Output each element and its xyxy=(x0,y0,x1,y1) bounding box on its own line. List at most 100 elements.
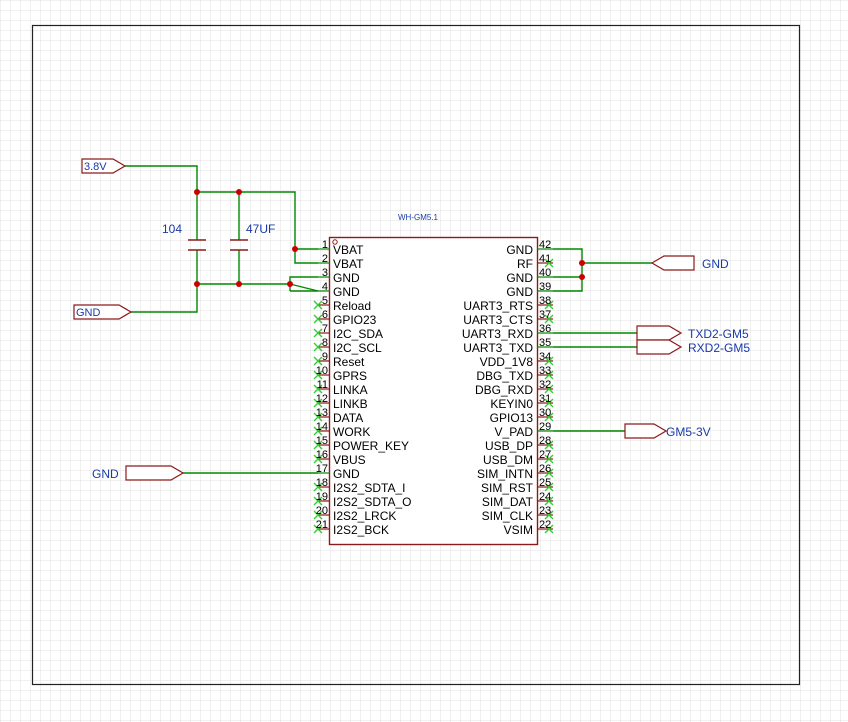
no-connect-mark xyxy=(313,510,323,520)
pin-number: 1 xyxy=(322,239,328,251)
pin-name: VDD_1V8 xyxy=(480,355,534,369)
pin-right-29[interactable]: 29V_PAD xyxy=(495,421,553,439)
no-connect-mark xyxy=(544,356,554,366)
no-connect-mark xyxy=(313,524,323,534)
no-connect-mark xyxy=(313,440,323,450)
pin-name: GPRS xyxy=(333,369,367,383)
no-connect-mark xyxy=(313,300,323,310)
pin-number: 18 xyxy=(316,477,328,489)
pin-number: 7 xyxy=(322,323,328,335)
pin-number: 26 xyxy=(539,463,551,475)
pin-right-26[interactable]: 26 SIM_INTN xyxy=(477,463,554,481)
pin-number: 30 xyxy=(539,407,551,419)
pin-number: 35 xyxy=(539,337,551,349)
no-connect-mark xyxy=(313,384,323,394)
pin-number: 20 xyxy=(316,505,328,517)
no-connect-mark xyxy=(313,314,323,324)
no-connect-mark xyxy=(313,482,323,492)
no-connect-mark xyxy=(313,342,323,352)
net-port-3v8[interactable]: 3.8V xyxy=(81,158,127,174)
pin-name: VSIM xyxy=(504,523,533,537)
pin-number: 5 xyxy=(322,295,328,307)
pin-number: 13 xyxy=(316,407,328,419)
pin-number: 22 xyxy=(539,519,551,531)
pin-number: 19 xyxy=(316,491,328,503)
net-port-gnd-right[interactable]: GND xyxy=(650,255,729,271)
net-port-txd2[interactable]: TXD2-GM5 xyxy=(636,325,749,341)
pin-name: SIM_DAT xyxy=(482,495,534,509)
pin-left-5[interactable]: 5 Reload xyxy=(313,295,371,313)
net-port-gnd-mid[interactable]: GND xyxy=(92,465,185,481)
no-connect-mark xyxy=(544,314,554,324)
pin-number: 17 xyxy=(316,463,328,475)
pin-number: 42 xyxy=(539,239,551,251)
pin-name: Reset xyxy=(333,355,365,369)
no-connect-mark xyxy=(313,496,323,506)
no-connect-mark xyxy=(313,370,323,380)
capacitor-104[interactable]: 104 xyxy=(162,222,206,251)
pin-number: 10 xyxy=(316,365,328,377)
pin-right-22[interactable]: 22 VSIM xyxy=(504,519,554,537)
capacitor-label: 104 xyxy=(162,222,182,236)
pin-left-18[interactable]: 18 I2S2_SDTA_I xyxy=(313,477,405,495)
pin-number: 27 xyxy=(539,449,551,461)
pin-left-10[interactable]: 10 GPRS xyxy=(313,365,367,383)
pin-name: VBUS xyxy=(333,453,366,467)
pin-name: UART3_CTS xyxy=(463,313,533,327)
net-port-gm5-3v[interactable]: GM5-3V xyxy=(624,423,711,439)
net-port-gnd-left[interactable]: GND xyxy=(73,304,133,320)
wire-pin2 xyxy=(294,249,318,264)
wire-3v8 xyxy=(125,165,198,192)
pin-name: I2S2_SDTA_O xyxy=(333,495,411,509)
pin-number: 39 xyxy=(539,281,551,293)
pin-number: 12 xyxy=(316,393,328,405)
pin-number: 36 xyxy=(539,323,551,335)
pin-left-19[interactable]: 19 I2S2_SDTA_O xyxy=(313,491,411,509)
net-port-rxd2[interactable]: RXD2-GM5 xyxy=(636,339,750,355)
pin-left-1[interactable]: 1 VBAT xyxy=(318,239,364,257)
pin-name: VBAT xyxy=(333,243,364,257)
pin-number: 14 xyxy=(316,421,328,433)
pin-name: VBAT xyxy=(333,257,364,271)
pin-name: I2S2_SDTA_I xyxy=(333,481,405,495)
capacitor-47uf[interactable]: 47UF xyxy=(230,222,275,251)
pin-name: Reload xyxy=(333,299,371,313)
pin-name: SIM_INTN xyxy=(477,467,533,481)
no-connect-mark xyxy=(313,356,323,366)
